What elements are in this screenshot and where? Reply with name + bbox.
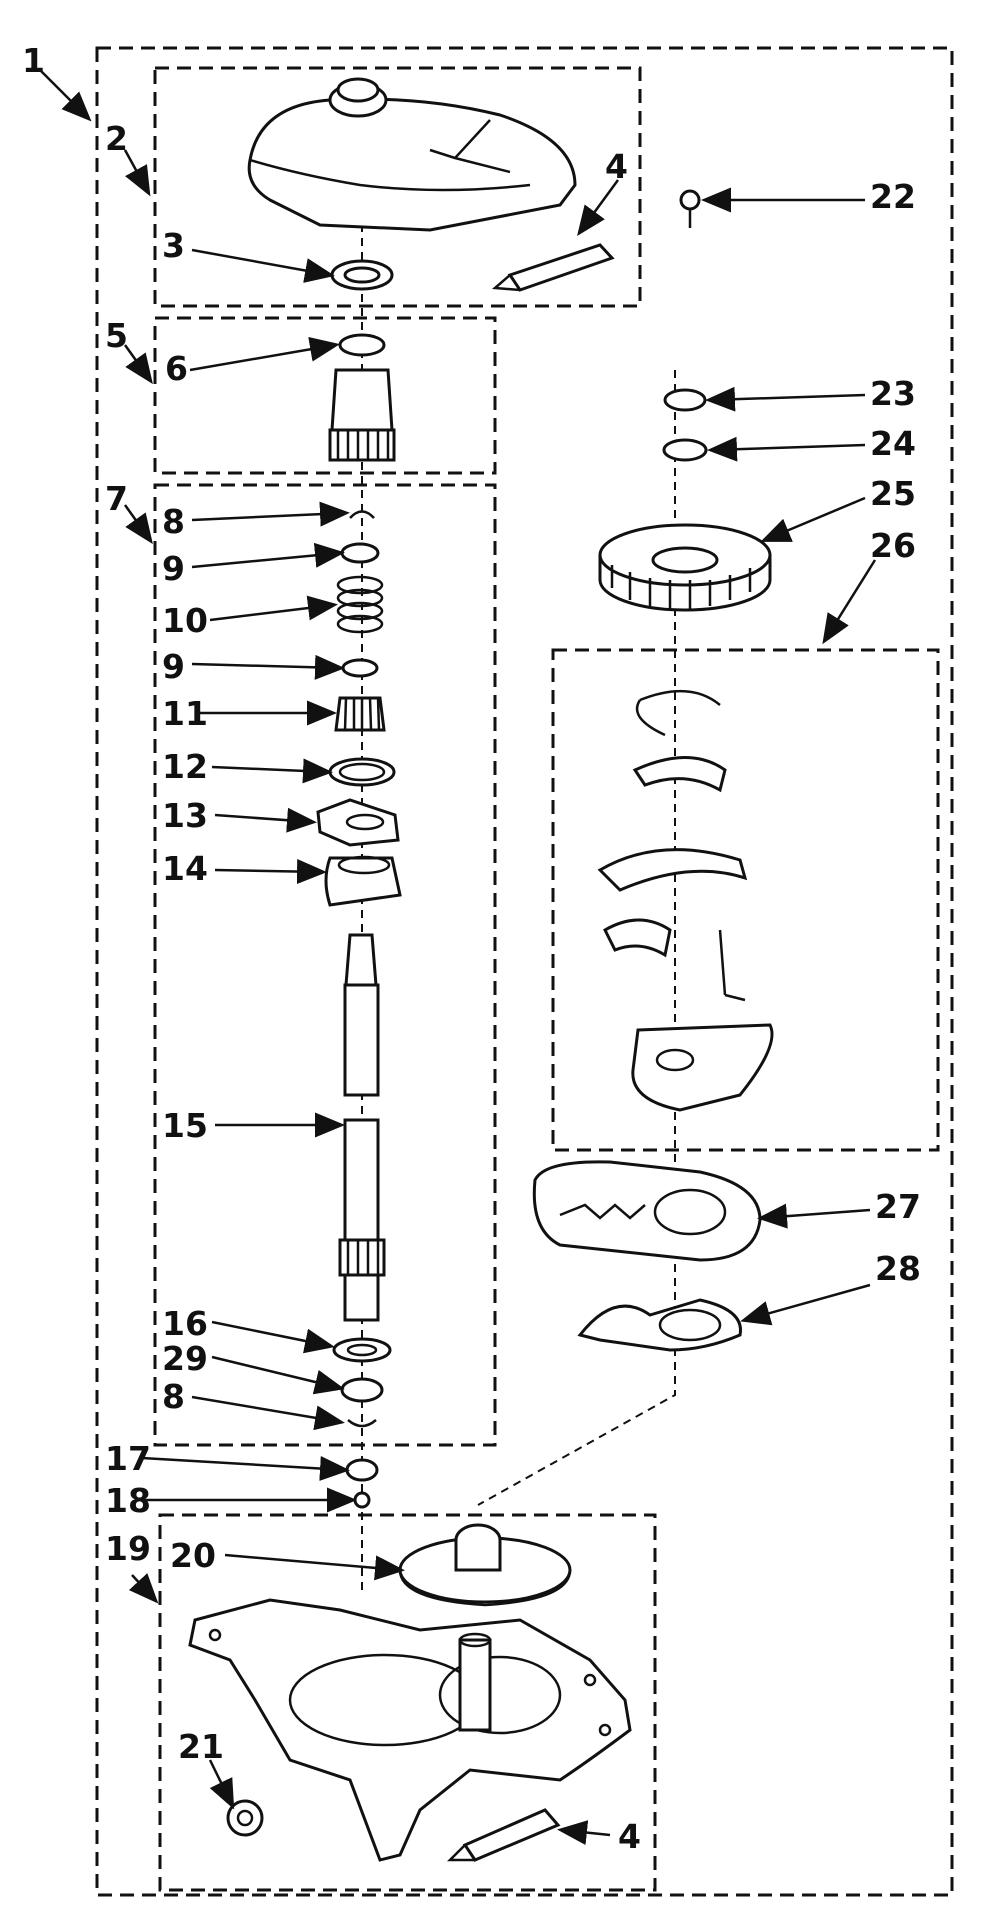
callout-19: 19 — [105, 1529, 151, 1568]
part-thrust-washer — [332, 1337, 392, 1363]
part-shaft-lower — [338, 1118, 386, 1322]
callout-12: 12 — [162, 747, 208, 786]
part-gear-small — [334, 696, 386, 732]
part-washer-right — [662, 438, 708, 462]
callout-5: 5 — [105, 316, 128, 355]
part-shaft-upper — [343, 933, 380, 1097]
callout-15: 15 — [162, 1106, 208, 1145]
part-clip-top — [349, 510, 375, 519]
leader-lines — [39, 69, 877, 1846]
part-ring — [328, 757, 396, 787]
part-lower-bearing — [340, 1377, 384, 1403]
callout-1: 1 — [22, 41, 45, 80]
callout-26: 26 — [870, 526, 916, 565]
assembly-box-shifter — [551, 648, 940, 1152]
callout-9-bottom: 9 — [162, 647, 185, 686]
callout-25: 25 — [870, 474, 916, 513]
part-ball — [353, 1491, 371, 1509]
assembly-box-outer — [95, 46, 954, 1897]
callout-3: 3 — [162, 226, 185, 265]
part-bearing — [316, 798, 400, 847]
callout-28: 28 — [875, 1249, 921, 1288]
callout-4-bottom: 4 — [618, 1817, 641, 1856]
callout-10: 10 — [162, 601, 208, 640]
callout-18: 18 — [105, 1481, 151, 1520]
part-shift-lever — [532, 1160, 762, 1262]
part-shifter-assembly — [597, 689, 774, 1112]
callout-17: 17 — [105, 1439, 151, 1478]
part-clip-bottom — [347, 1419, 377, 1428]
part-case-gear — [398, 1523, 572, 1607]
assembly-box-cover — [153, 66, 642, 308]
part-grease-tube-top — [491, 243, 615, 292]
callout-24: 24 — [870, 424, 916, 463]
part-collar — [345, 1458, 379, 1482]
callout-23: 23 — [870, 374, 916, 413]
part-gear-case — [188, 1598, 632, 1862]
callout-11: 11 — [162, 694, 208, 733]
part-drive-gear — [598, 523, 772, 612]
assembly-box-pinion — [153, 316, 497, 475]
part-clutch — [324, 855, 402, 907]
part-washer-bottom — [341, 658, 379, 678]
part-nut — [226, 1799, 264, 1837]
part-screw — [679, 189, 701, 228]
callout-4-top: 4 — [605, 147, 628, 186]
part-bracket — [577, 1298, 742, 1352]
callout-9-top: 9 — [162, 549, 185, 588]
axis-line-connector — [477, 1250, 676, 1506]
callout-8-bottom: 8 — [162, 1377, 185, 1416]
part-retainer — [663, 388, 707, 412]
part-washer-top — [340, 542, 380, 564]
callout-20: 20 — [170, 1536, 216, 1575]
part-spring — [336, 575, 384, 634]
part-pinion — [328, 333, 396, 462]
callout-6: 6 — [165, 349, 188, 388]
callout-21: 21 — [178, 1727, 224, 1766]
callout-14: 14 — [162, 849, 208, 888]
callout-29: 29 — [162, 1339, 208, 1378]
callout-8-top: 8 — [162, 502, 185, 541]
callout-7: 7 — [105, 479, 128, 518]
assembly-box-case — [158, 1513, 657, 1892]
callout-13: 13 — [162, 796, 208, 835]
part-cover — [247, 77, 577, 232]
callout-27: 27 — [875, 1187, 921, 1226]
part-seal — [330, 259, 394, 291]
callout-22: 22 — [870, 177, 916, 216]
assembly-box-shaft — [153, 483, 497, 1447]
part-grease-tube-bottom — [446, 1808, 561, 1862]
callout-2: 2 — [105, 119, 128, 158]
callout-16: 16 — [162, 1304, 208, 1343]
